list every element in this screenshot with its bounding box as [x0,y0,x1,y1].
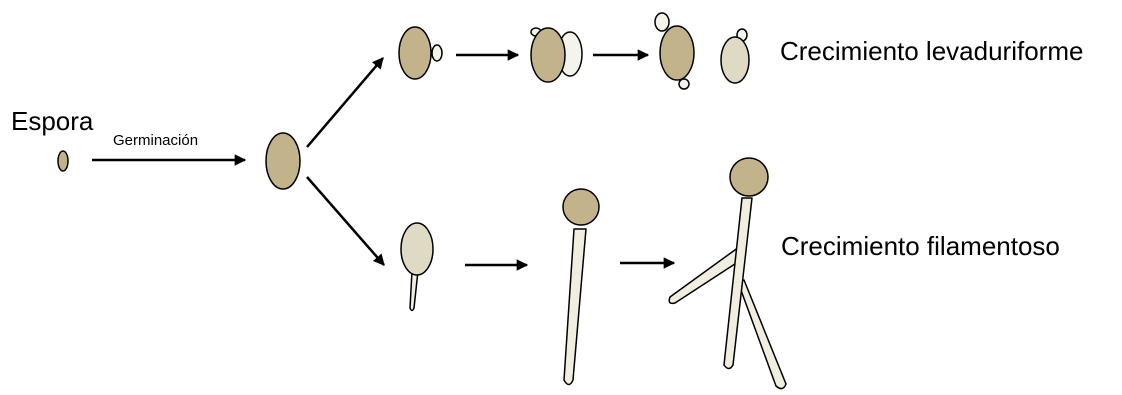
germ-tube-short [410,271,418,311]
hypha-main [724,198,752,369]
yeast-bud-top [655,13,669,31]
hypha-branch-left [669,247,741,303]
yeast-bud-small [432,45,442,61]
spore-cell [58,151,68,171]
germination-label: Germinación [113,133,198,148]
spore-label: Espora [11,108,93,134]
germinated-cell [266,133,300,189]
yeast-cell-stage-1 [399,27,431,79]
hypha-long [564,229,586,385]
yeast-growth-label: Crecimiento levaduriforme [780,38,1083,64]
filament-cell-stage-3 [730,158,768,196]
yeast-bud-bottom [679,79,689,89]
yeast-cell-stage-2 [531,28,565,82]
hypha-branch-right [738,280,786,389]
filament-branch-arrow [307,177,384,265]
filamentous-growth-label: Crecimiento filamentoso [781,233,1060,259]
filament-cell-stage-1 [401,223,433,275]
yeast-daughter-cell [721,37,749,83]
yeast-branch-arrow [307,58,383,147]
yeast-cell-stage-3 [660,26,694,80]
filament-cell-stage-2 [563,189,599,225]
